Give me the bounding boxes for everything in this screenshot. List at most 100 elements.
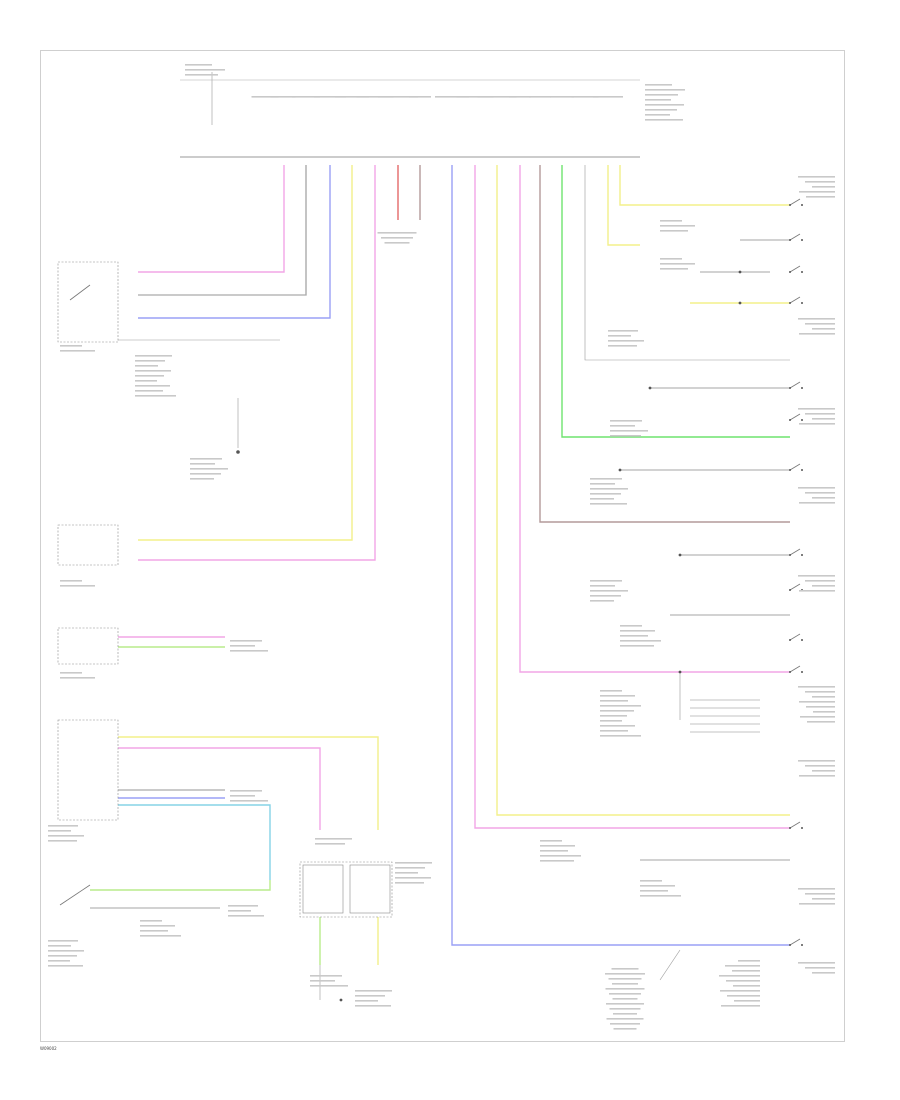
restraint-control-label bbox=[48, 825, 84, 842]
door-switch-5-pivot bbox=[789, 419, 791, 421]
restraint-module-box bbox=[57, 719, 119, 821]
door-switch-10 bbox=[789, 665, 801, 673]
c-connector-label bbox=[660, 220, 695, 232]
door-switch-4-contact bbox=[801, 387, 803, 389]
multifunction-switch-label bbox=[60, 580, 95, 587]
door-switch-11-pivot bbox=[789, 827, 791, 829]
wire-blue-headlamp bbox=[138, 165, 331, 319]
door-switch-8 bbox=[789, 583, 801, 591]
ground-notes-label bbox=[190, 458, 228, 480]
door-switch-0 bbox=[789, 198, 801, 206]
ground-dot-1 bbox=[236, 450, 240, 454]
bcm-pin-label-8 bbox=[435, 96, 469, 98]
door-switch-4 bbox=[789, 381, 801, 389]
door-switch-6-contact bbox=[801, 469, 803, 471]
bcm-pin-label-2 bbox=[292, 96, 320, 98]
bcm-pin-label-13 bbox=[550, 96, 574, 98]
hot-in-start-label bbox=[377, 232, 417, 244]
bcm-pin-label-0 bbox=[251, 96, 279, 98]
door-switch-0-contact bbox=[801, 204, 803, 206]
door-switch-3-pivot bbox=[789, 302, 791, 304]
door-switch-9 bbox=[789, 633, 801, 641]
bcm-pin-label-12 bbox=[529, 96, 551, 98]
bcm-pin-label-3 bbox=[314, 96, 346, 98]
bcm-pin-label-7 bbox=[409, 96, 431, 98]
seatbelt-buckle-label bbox=[798, 888, 835, 905]
occupant-connector-label bbox=[315, 838, 352, 845]
bottom-notes-label bbox=[605, 968, 645, 1030]
diagram-frame bbox=[40, 50, 845, 1042]
occupant-classification-label bbox=[395, 862, 432, 884]
rr-door-ajar-label bbox=[798, 408, 835, 425]
splice-label-6 bbox=[600, 690, 641, 717]
driver-seatbelt-label bbox=[48, 940, 84, 967]
bcm-pin-label-5 bbox=[356, 96, 394, 98]
wire-blue-long bbox=[451, 165, 790, 946]
door-switch-4-pivot bbox=[789, 387, 791, 389]
door-switch-5-contact bbox=[801, 419, 803, 421]
headlamp-switch-box bbox=[57, 261, 119, 343]
door-switch-12-pivot bbox=[789, 944, 791, 946]
ipc-note-label bbox=[719, 960, 760, 1007]
instrument-cluster-box bbox=[57, 627, 119, 665]
occupant-module-inner-right bbox=[349, 864, 391, 914]
bcm-label bbox=[645, 84, 685, 121]
splice-label-8 bbox=[540, 840, 581, 862]
bcm-pin-label-14 bbox=[571, 96, 599, 98]
wire-gray-headlamp bbox=[138, 165, 307, 296]
splice-dot-4 bbox=[618, 468, 622, 472]
bcm-pin-label-15 bbox=[593, 96, 623, 98]
wire-pink-rcm bbox=[118, 747, 321, 790]
splice-dot-3 bbox=[648, 386, 652, 390]
door-switch-10-contact bbox=[801, 671, 803, 673]
door-switch-5 bbox=[789, 413, 801, 421]
door-switch-8-pivot bbox=[789, 589, 791, 591]
hot-at-all-times-label bbox=[185, 64, 225, 76]
door-switch-2-pivot bbox=[789, 271, 791, 273]
wire-green bbox=[561, 165, 790, 438]
wire-yellow-upper bbox=[607, 165, 640, 246]
door-switch-11 bbox=[789, 821, 801, 829]
lh-label bbox=[660, 258, 695, 270]
headlamp-notes-label bbox=[135, 355, 176, 397]
door-switch-2 bbox=[789, 265, 801, 273]
occupant-sensor-label bbox=[355, 990, 392, 1007]
splice-label-9 bbox=[640, 880, 681, 897]
door-switch-12-contact bbox=[801, 944, 803, 946]
door-switch-9-pivot bbox=[789, 639, 791, 641]
door-switch-2-contact bbox=[801, 271, 803, 273]
door-switch-1-pivot bbox=[789, 239, 791, 241]
occupant-splice-label bbox=[310, 975, 348, 987]
wire-gray-thin bbox=[584, 165, 790, 361]
door-switch-3 bbox=[789, 296, 801, 304]
headlamp-switch-contact bbox=[69, 284, 91, 301]
wire-pink-long bbox=[474, 165, 790, 829]
wire-lightgreen-seatbelt bbox=[90, 880, 271, 891]
bcm-pin-label-6 bbox=[378, 96, 418, 98]
door-switch-1 bbox=[789, 233, 801, 241]
bcm-pin-label-4 bbox=[335, 96, 369, 98]
wire-yellow-top bbox=[619, 165, 790, 206]
door-switch-7 bbox=[789, 548, 801, 556]
wire-cyan-rcm bbox=[118, 804, 271, 880]
bcm-pin-label-9 bbox=[456, 96, 494, 98]
passenger-control-label bbox=[798, 760, 835, 777]
figure-id: W09002 bbox=[40, 1046, 57, 1051]
seatbelt-right-label bbox=[228, 905, 264, 917]
splice-label-1 bbox=[608, 330, 644, 347]
lf-door-ajar-label bbox=[798, 575, 835, 592]
door-switch-6 bbox=[789, 463, 801, 471]
door-switch-3-contact bbox=[801, 302, 803, 304]
multifunction-switch-box bbox=[57, 524, 119, 566]
bcm-pin-label-11 bbox=[509, 96, 531, 98]
door-switch-10-pivot bbox=[789, 671, 791, 673]
occupant-module-inner-left bbox=[302, 864, 344, 914]
rh-side-switch-label bbox=[798, 318, 835, 335]
seatbelt-splice-label bbox=[140, 920, 181, 937]
wire-pink-mid bbox=[519, 165, 790, 673]
ground-dot-occupant bbox=[339, 998, 343, 1002]
bcm-pin-label-10 bbox=[477, 96, 517, 98]
splice-label-7 bbox=[600, 720, 641, 737]
door-switch-6-pivot bbox=[789, 469, 791, 471]
